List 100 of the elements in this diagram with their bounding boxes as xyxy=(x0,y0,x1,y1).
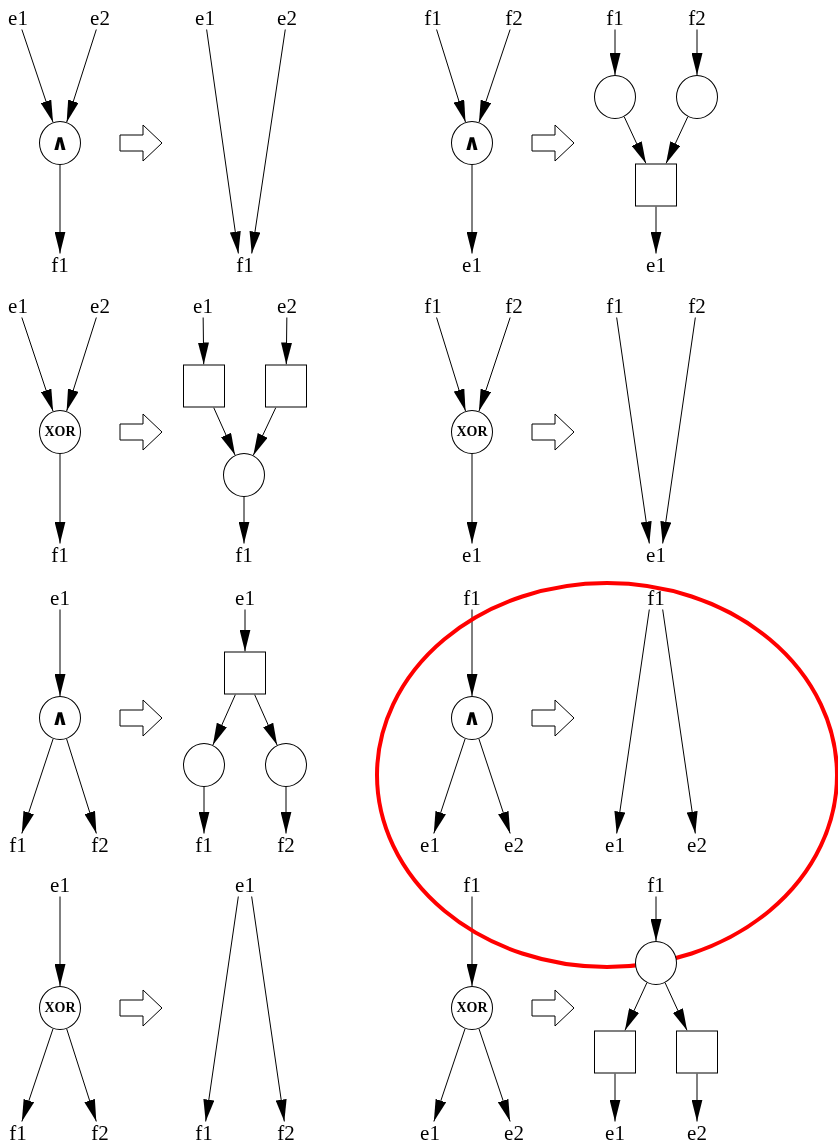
arrow xyxy=(54,896,66,987)
signal-label: f1 xyxy=(8,834,28,856)
signal-label: f2 xyxy=(90,834,110,856)
arrow xyxy=(433,738,466,834)
arrow xyxy=(21,317,54,412)
arrow xyxy=(213,407,236,456)
gate-circle xyxy=(451,986,493,1030)
signal-label: e1 xyxy=(645,254,667,276)
empty-square xyxy=(676,1030,718,1074)
arrow xyxy=(249,29,286,254)
arrow xyxy=(664,982,688,1031)
signal-label: f1 xyxy=(194,1122,214,1144)
signal-label: f1 xyxy=(462,874,482,896)
arrow xyxy=(616,317,652,544)
signal-label: e1 xyxy=(461,544,483,566)
signal-label: e2 xyxy=(503,834,525,856)
signal-label: f1 xyxy=(646,587,666,609)
signal-label: f1 xyxy=(423,7,443,29)
signal-label: e2 xyxy=(276,295,298,317)
arrow xyxy=(662,609,698,834)
signal-label: e1 xyxy=(194,7,216,29)
arrow xyxy=(466,609,478,697)
signal-label: e1 xyxy=(419,1122,441,1144)
arrow xyxy=(212,694,236,746)
empty-square xyxy=(265,364,307,408)
signal-label: f2 xyxy=(276,1122,296,1144)
arrow xyxy=(478,29,511,123)
arrow xyxy=(650,206,662,254)
signal-label: e1 xyxy=(49,587,71,609)
arrow xyxy=(54,453,66,544)
arrow xyxy=(436,317,466,412)
arrow xyxy=(624,982,648,1031)
empty-circle xyxy=(635,941,677,985)
operator-label: ∧ xyxy=(51,132,69,154)
signal-label: e2 xyxy=(89,7,111,29)
arrow xyxy=(197,317,209,365)
arrow xyxy=(66,1028,97,1122)
operator-label: XOR xyxy=(44,425,76,439)
arrow xyxy=(239,609,251,652)
arrow xyxy=(281,317,293,365)
signal-label: f1 xyxy=(8,1122,28,1144)
arrow xyxy=(660,317,696,544)
signal-label: f2 xyxy=(504,7,524,29)
arrow xyxy=(251,896,287,1122)
signal-label: e1 xyxy=(7,295,29,317)
gate-circle xyxy=(39,986,81,1030)
empty-square xyxy=(594,1030,636,1074)
signal-label: e2 xyxy=(686,834,708,856)
signal-label: f1 xyxy=(605,7,625,29)
empty-square xyxy=(635,163,677,207)
signal-label: e1 xyxy=(645,544,667,566)
operator-label: ∧ xyxy=(51,707,69,729)
empty-square xyxy=(183,364,225,408)
arrow xyxy=(691,1073,703,1122)
signal-label: f2 xyxy=(90,1122,110,1144)
empty-circle xyxy=(183,743,225,787)
signal-label: f1 xyxy=(605,295,625,317)
arrow xyxy=(665,116,689,164)
arrow xyxy=(252,407,277,456)
empty-circle xyxy=(265,743,307,787)
arrow xyxy=(66,317,97,412)
empty-square xyxy=(224,651,266,695)
arrow xyxy=(466,164,478,254)
signal-label: e1 xyxy=(7,7,29,29)
arrow xyxy=(66,738,97,834)
arrow xyxy=(650,896,662,942)
signal-label: e1 xyxy=(604,834,626,856)
signal-label: e2 xyxy=(276,7,298,29)
signal-label: e1 xyxy=(234,874,256,896)
signal-label: f2 xyxy=(687,295,707,317)
signal-label: e1 xyxy=(604,1122,626,1144)
gate-circle xyxy=(39,696,81,740)
gate-circle xyxy=(451,121,493,165)
arrow xyxy=(436,29,466,123)
signal-label: f1 xyxy=(646,874,666,896)
arrow xyxy=(206,29,241,254)
arrow xyxy=(478,317,511,412)
arrow xyxy=(478,738,511,834)
signal-label: f1 xyxy=(423,295,443,317)
signal-label: f1 xyxy=(235,254,255,276)
arrow xyxy=(238,496,250,544)
signal-label: e1 xyxy=(234,587,256,609)
empty-circle xyxy=(676,75,718,119)
arrow xyxy=(466,453,478,544)
arrow xyxy=(21,29,54,123)
operator-label: ∧ xyxy=(463,132,481,154)
operator-label: ∧ xyxy=(463,707,481,729)
arrow xyxy=(66,29,97,123)
arrow xyxy=(203,896,239,1122)
operator-label: XOR xyxy=(456,1001,488,1015)
signal-label: f1 xyxy=(462,587,482,609)
arrow xyxy=(280,786,292,834)
arrow xyxy=(466,896,478,987)
arrow xyxy=(54,164,66,254)
signal-label: e2 xyxy=(686,1122,708,1144)
arrow xyxy=(478,1028,511,1122)
empty-circle xyxy=(223,453,265,497)
arrow xyxy=(198,786,210,834)
arrow xyxy=(254,694,278,746)
signal-label: e2 xyxy=(503,1122,525,1144)
